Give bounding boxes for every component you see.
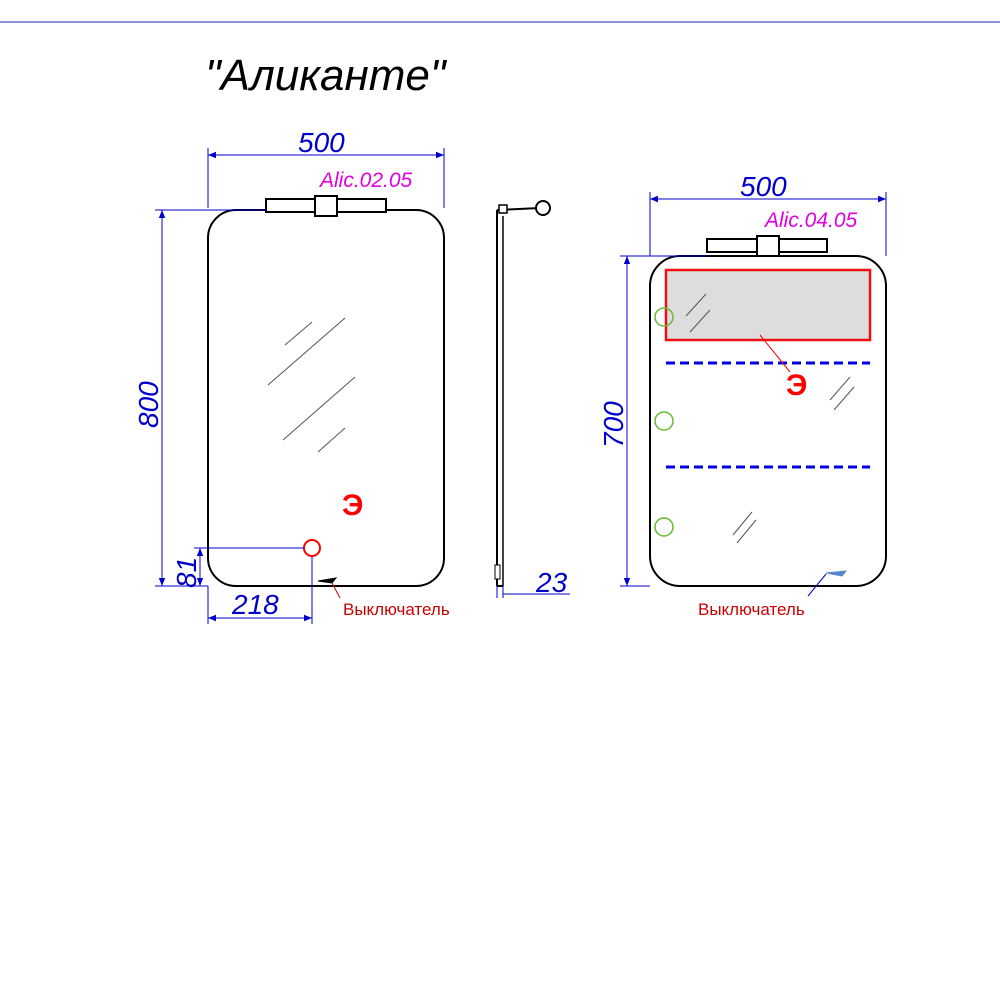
right-width-dimension: 500 (649, 171, 887, 256)
right-switch-label: Выключатель (698, 600, 805, 619)
left-switch-leader (331, 582, 341, 599)
left-socket-offset-value: 218 (231, 589, 279, 620)
left-width-dimension: 500 (207, 127, 445, 208)
left-switch-label: Выключатель (343, 600, 450, 619)
right-socket-symbol: Э (786, 369, 807, 402)
right-socket-leader (759, 334, 791, 373)
side-lamp-icon (535, 200, 551, 216)
side-depth-dimension: 23 (496, 567, 570, 598)
right-mirror-glare (732, 376, 855, 544)
right-lamp-model: Alic.04.05 (763, 209, 858, 232)
right-height-value: 700 (598, 401, 629, 448)
right-display-panel (664, 268, 872, 342)
left-socket-icon (303, 539, 321, 557)
right-touch-sensor-3 (654, 517, 674, 537)
side-profile-view: 23 (494, 200, 570, 598)
left-height-dimension: 800 (133, 209, 266, 587)
left-socket-symbol: Э (342, 489, 363, 522)
left-socket-offset-dimension: 218 (207, 556, 313, 624)
right-lamp-icon (706, 235, 828, 257)
right-mirror-view: Э Выключатель 500 Alic.04.05 700 (598, 171, 887, 619)
left-mirror-glare (267, 317, 356, 453)
left-socket-height-dimension: 81 (171, 547, 304, 588)
right-switch-icon (825, 570, 848, 577)
drawing-title: "Аликанте" (205, 51, 448, 100)
right-height-dimension: 700 (598, 255, 707, 587)
left-lamp-model: Alic.02.05 (318, 169, 413, 192)
left-socket-height-value: 81 (171, 557, 202, 588)
left-height-value: 800 (133, 381, 164, 428)
left-width-value: 500 (298, 127, 345, 158)
right-switch-leader (807, 573, 827, 597)
right-width-value: 500 (740, 171, 787, 202)
left-lamp-icon (265, 195, 387, 217)
side-depth-value: 23 (535, 567, 568, 598)
left-switch-icon (317, 577, 338, 584)
left-mirror-outline (207, 209, 445, 587)
left-mirror-view: Э 500 Alic.02.05 800 81 218 (133, 127, 450, 624)
right-touch-sensor-2 (654, 411, 674, 431)
right-touch-sensor-1 (654, 307, 674, 327)
